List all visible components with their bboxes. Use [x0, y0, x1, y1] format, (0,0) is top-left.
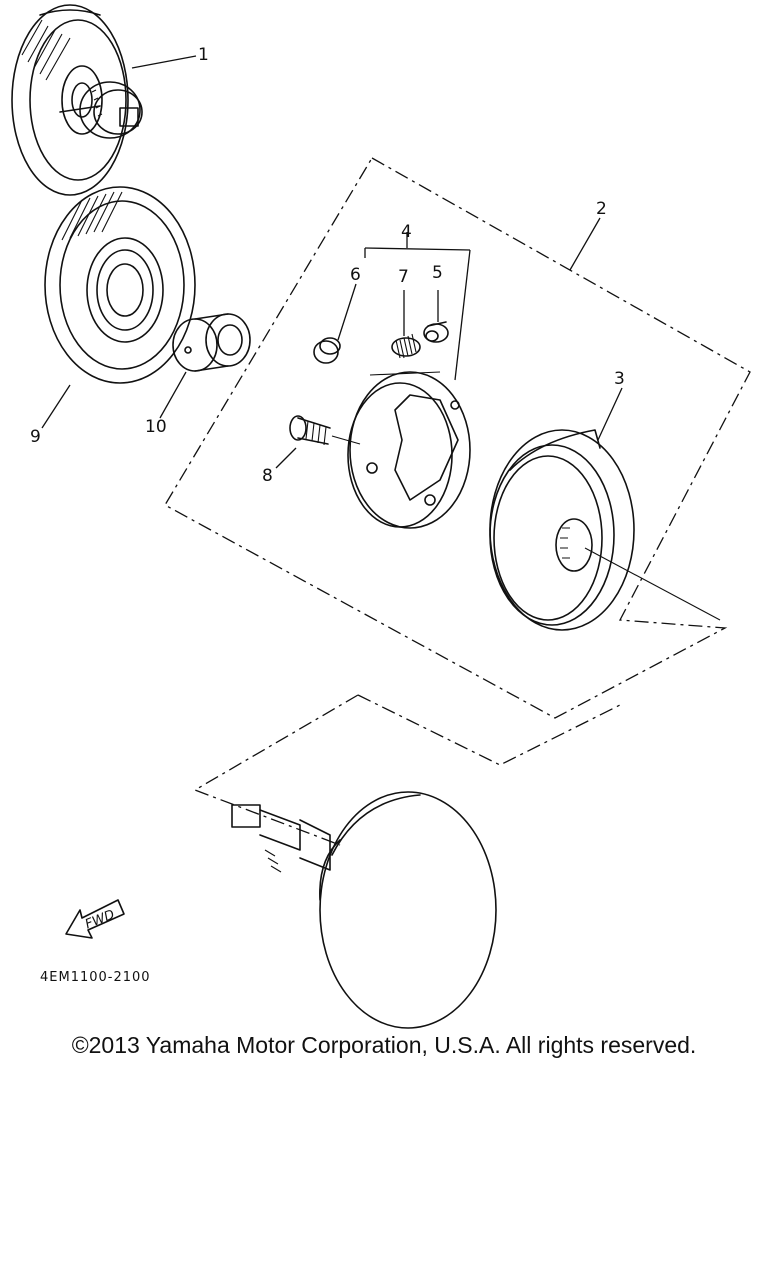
part-3-clutch-gear	[489, 429, 721, 631]
part-7-spring	[391, 333, 421, 359]
part-5-plunger	[423, 321, 449, 343]
callout-1: 1	[198, 45, 209, 65]
part-1-starter-wheel-gear	[11, 4, 143, 196]
leader-line-3	[597, 387, 623, 441]
assembly-outline-lower	[193, 694, 621, 846]
fwd-label: FWD	[83, 907, 117, 932]
leader-line-1	[131, 55, 197, 69]
callout-6: 6	[350, 265, 361, 285]
assembly-outline-2	[164, 157, 751, 719]
callout-7: 7	[398, 267, 409, 287]
part-10-collar	[172, 313, 251, 372]
callout-4: 4	[401, 222, 412, 242]
leader-line-2	[569, 217, 601, 271]
part-6-roller	[313, 337, 341, 364]
diagram-code: 4EM1100-2100	[40, 970, 151, 985]
copyright-notice: ©2013 Yamaha Motor Corporation, U.S.A. A…	[71, 1032, 697, 1058]
forward-direction-arrow: FWD	[65, 899, 125, 939]
part-9-starter-gear	[44, 186, 196, 384]
leader-line-10	[159, 371, 187, 419]
crankshaft-flywheel	[231, 791, 497, 1029]
part-4-bracket	[364, 232, 471, 381]
part-2-starter-clutch	[347, 371, 471, 529]
callout-3: 3	[614, 369, 625, 389]
callout-10: 10	[145, 417, 167, 437]
callout-8: 8	[262, 466, 273, 486]
leader-line-6	[337, 283, 357, 341]
callout-5: 5	[432, 263, 443, 283]
callout-2: 2	[596, 199, 607, 219]
leader-line-8	[275, 447, 297, 469]
callout-9: 9	[30, 427, 41, 447]
part-8-bolt	[289, 415, 361, 446]
exploded-parts-diagram: FWD 1 2 3 4 5 6 7 8 9 10 4EM1100-2100	[11, 4, 751, 1029]
leader-line-9	[41, 384, 71, 429]
